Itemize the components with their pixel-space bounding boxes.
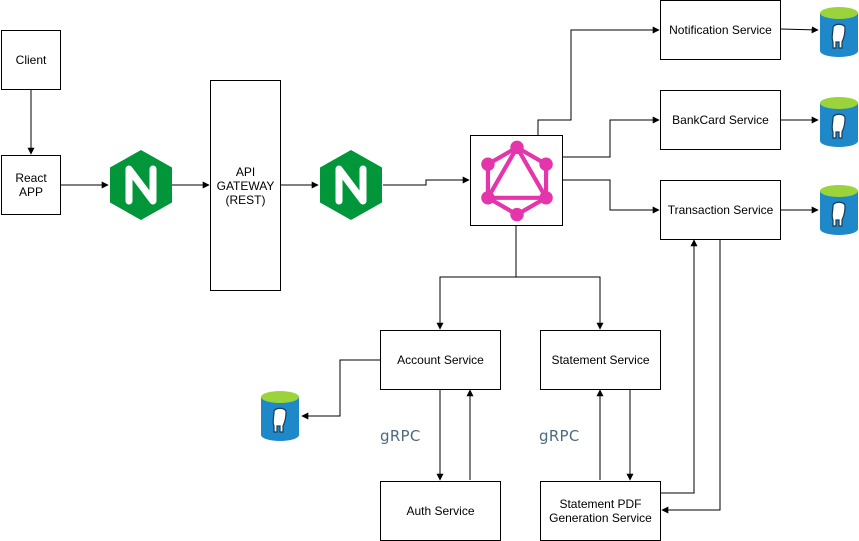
nginx-icon [320,150,382,220]
graphql-icon [480,140,553,221]
transaction-service-box[interactable]: Transaction Service [660,180,781,240]
edge-graphql-bankcard [563,116,660,158]
notification-service-box[interactable]: Notification Service [660,0,781,60]
edge-pdf-transaction [660,239,698,494]
edge-graphql-account [436,226,517,330]
graphql-box[interactable] [470,135,563,226]
edge-graphql-transaction [563,179,660,214]
bankcard-service-box[interactable]: BankCard Service [660,90,781,150]
client-box[interactable]: Client [1,30,61,90]
edge-graphql-notification [537,26,660,135]
postgresql-database-icon [820,97,858,147]
edge-nginx2-graphql [383,176,470,186]
postgresql-database-icon [820,7,858,57]
postgresql-database-icon [261,391,299,441]
grpc-label-right: gRPC [539,427,580,445]
postgresql-database-icon [820,185,858,235]
statement-service-box[interactable]: Statement Service [540,330,661,390]
account-service-box[interactable]: Account Service [380,330,501,390]
grpc-label-left: gRPC [380,427,421,445]
statement-pdf-service-box[interactable]: Statement PDF Generation Service [540,481,661,541]
edge-transaction-pdf [661,240,721,514]
api-gateway-box[interactable]: API GATEWAY (REST) [210,80,281,291]
edge-notification-db [780,26,819,34]
nginx-icon [110,150,172,220]
edge-graphql-statement [516,276,604,330]
edge-account-db [301,359,380,420]
auth-service-box[interactable]: Auth Service [380,481,501,541]
react-app-box[interactable]: React APP [1,155,61,215]
